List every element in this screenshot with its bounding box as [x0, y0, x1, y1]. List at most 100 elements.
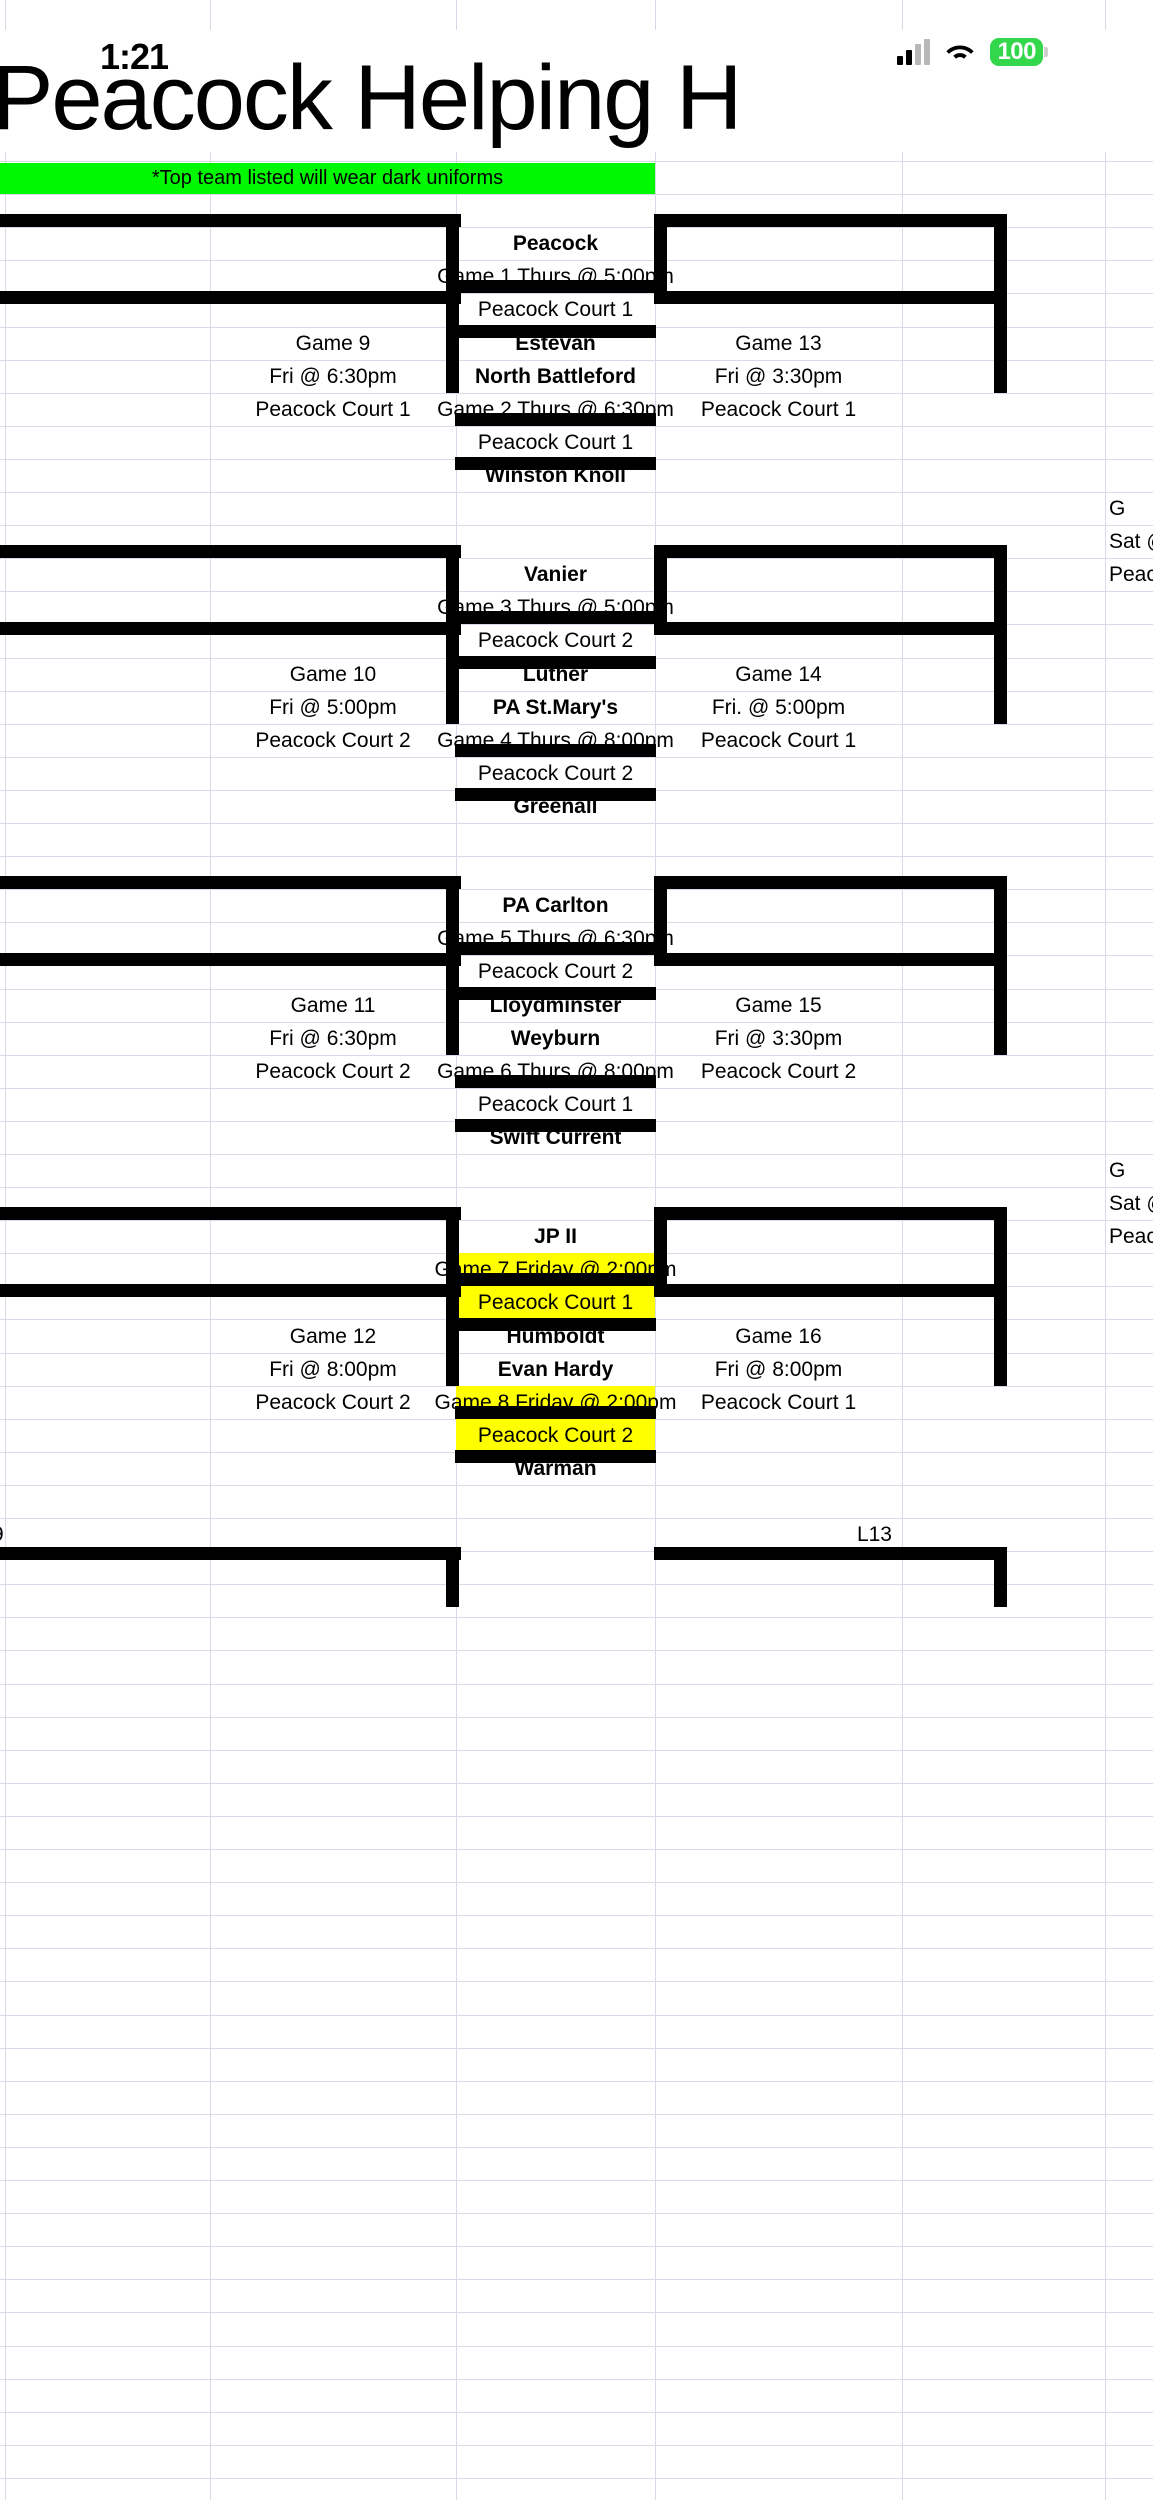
- matchup-team-top[interactable]: PA Carlton: [502, 893, 609, 917]
- right-bracket-game-label[interactable]: Game 16: [735, 1324, 822, 1348]
- left-bracket-game-label[interactable]: Game 12: [289, 1324, 377, 1348]
- left-bracket-mid-bar: [0, 291, 461, 304]
- right-bracket-time-label[interactable]: Fri @ 8:00pm: [714, 1357, 843, 1381]
- matchup-court-label[interactable]: Peacock Court 1: [477, 297, 634, 321]
- gridline-horizontal: [0, 525, 1153, 526]
- right-bracket-court-label[interactable]: Peacock Court 1: [700, 728, 857, 752]
- right-bracket-court-label[interactable]: Peacock Court 2: [700, 1059, 857, 1083]
- gridline-horizontal: [0, 1154, 1153, 1155]
- gridline-horizontal: [0, 2279, 1153, 2280]
- gridline-horizontal: [0, 724, 1153, 725]
- gridline-horizontal: [0, 1353, 1153, 1354]
- matchup-team-top[interactable]: North Battleford: [475, 364, 636, 388]
- gridline-horizontal: [0, 194, 1153, 195]
- gridline-horizontal: [0, 2478, 1153, 2479]
- left-bracket-time-label[interactable]: Fri @ 5:00pm: [269, 695, 397, 719]
- left-bracket-game-label[interactable]: Game 10: [289, 662, 377, 686]
- bottom-right-vertical: [994, 1547, 1007, 1607]
- gridline-horizontal: [0, 558, 1153, 559]
- left-bracket-top-bar: [0, 545, 461, 558]
- matchup-court-label[interactable]: Peacock Court 2: [477, 628, 634, 652]
- right-bracket-top-bar: [654, 545, 1006, 558]
- left-bracket-court-label[interactable]: Peacock Court 2: [255, 1059, 411, 1083]
- gridline-horizontal: [0, 2114, 1153, 2115]
- gridline-horizontal: [0, 757, 1153, 758]
- gridline-horizontal: [0, 360, 1153, 361]
- right-bracket-time-label[interactable]: Fri @ 3:30pm: [714, 1026, 843, 1050]
- gridline-horizontal: [0, 2346, 1153, 2347]
- matchup-bracket-bottom-bar: [455, 656, 656, 669]
- right-bracket-top-bar: [654, 214, 1006, 227]
- matchup-team-top[interactable]: Evan Hardy: [497, 1357, 614, 1381]
- left-bracket-top-bar: [0, 1207, 461, 1220]
- matchup-court-label[interactable]: Peacock Court 1: [477, 1092, 634, 1116]
- finals-court-label-partial[interactable]: Peac: [1109, 1224, 1153, 1248]
- right-bracket-court-label[interactable]: Peacock Court 1: [700, 397, 857, 421]
- gridline-horizontal: [0, 2379, 1153, 2380]
- finals-game-label-partial[interactable]: G: [1109, 1158, 1126, 1182]
- gridline-horizontal: [0, 1783, 1153, 1784]
- left-bracket-court-label[interactable]: Peacock Court 1: [255, 397, 411, 421]
- left-bracket-vertical-bar: [446, 214, 459, 393]
- matchup-bracket-bottom-bar: [455, 457, 656, 470]
- uniform-note-text: *Top team listed will wear dark uniforms: [151, 167, 504, 189]
- right-bracket-time-label[interactable]: Fri @ 3:30pm: [714, 364, 843, 388]
- gridline-horizontal: [0, 2048, 1153, 2049]
- finals-time-label-partial[interactable]: Sat @: [1109, 1191, 1153, 1215]
- matchup-bracket-top-bar: [455, 1406, 656, 1419]
- left-bracket-vertical-bar: [446, 545, 459, 724]
- matchup-team-top[interactable]: JP II: [534, 1224, 577, 1248]
- left-bracket-vertical-bar: [446, 876, 459, 1055]
- finals-time-label-partial[interactable]: Sat @: [1109, 529, 1153, 553]
- matchup-bracket-top-bar: [455, 413, 656, 426]
- gridline-horizontal: [0, 2180, 1153, 2181]
- gridline-vertical: [210, 0, 211, 2500]
- left-bracket-game-label[interactable]: Game 9: [295, 331, 371, 355]
- gridline-horizontal: [0, 1816, 1153, 1817]
- matchup-court-label[interactable]: Peacock Court 2: [456, 1419, 655, 1452]
- gridline-horizontal: [0, 227, 1153, 228]
- right-bracket-right-vertical: [994, 214, 1007, 393]
- right-bracket-right-vertical: [994, 1207, 1007, 1386]
- right-bracket-game-label[interactable]: Game 14: [735, 662, 822, 686]
- left-bracket-court-label[interactable]: Peacock Court 2: [255, 1390, 411, 1414]
- matchup-bracket-bottom-bar: [455, 1318, 656, 1331]
- finals-game-label-partial[interactable]: G: [1109, 496, 1126, 520]
- right-bracket-left-vertical: [654, 545, 667, 624]
- matchup-court-label[interactable]: Peacock Court 2: [477, 761, 634, 785]
- gridline-horizontal: [0, 889, 1153, 890]
- matchup-court-label[interactable]: Peacock Court 1: [477, 430, 634, 454]
- right-bracket-game-label[interactable]: Game 13: [735, 331, 822, 355]
- left-bracket-time-label[interactable]: Fri @ 6:30pm: [269, 1026, 397, 1050]
- bottom-right-seed-label[interactable]: L13: [856, 1522, 892, 1546]
- right-bracket-left-vertical: [654, 214, 667, 293]
- left-bracket-time-label[interactable]: Fri @ 8:00pm: [269, 1357, 397, 1381]
- uniform-note-banner: [0, 163, 655, 194]
- bottom-left-seed-label[interactable]: 9: [0, 1518, 138, 1551]
- gridline-horizontal: [0, 591, 1153, 592]
- gridline-horizontal: [0, 1055, 1153, 1056]
- left-bracket-time-label[interactable]: Fri @ 6:30pm: [269, 364, 397, 388]
- matchup-team-top[interactable]: Weyburn: [510, 1026, 601, 1050]
- left-bracket-game-label[interactable]: Game 11: [290, 993, 376, 1017]
- page-title: Peacock Helping H: [0, 47, 742, 149]
- bottom-left-vertical: [446, 1547, 459, 1607]
- matchup-court-label[interactable]: Peacock Court 1: [456, 1286, 655, 1319]
- right-bracket-game-label[interactable]: Game 15: [735, 993, 822, 1017]
- matchup-court-label[interactable]: Peacock Court 2: [477, 959, 634, 983]
- gridline-horizontal: [0, 922, 1153, 923]
- matchup-team-top[interactable]: Peacock: [512, 231, 599, 255]
- matchup-team-top[interactable]: Vanier: [523, 562, 588, 586]
- finals-court-label-partial[interactable]: Peac: [1109, 562, 1153, 586]
- gridline-horizontal: [0, 1518, 1153, 1519]
- matchup-bracket-bottom-bar: [455, 987, 656, 1000]
- right-bracket-court-label[interactable]: Peacock Court 1: [700, 1390, 857, 1414]
- left-bracket-vertical-bar: [446, 1207, 459, 1386]
- right-bracket-time-label[interactable]: Fri. @ 5:00pm: [711, 695, 846, 719]
- matchup-team-top[interactable]: PA St.Mary's: [492, 695, 619, 719]
- gridline-horizontal: [0, 2015, 1153, 2016]
- gridline-horizontal: [0, 1485, 1153, 1486]
- left-bracket-court-label[interactable]: Peacock Court 2: [255, 728, 411, 752]
- gridline-horizontal: [0, 1750, 1153, 1751]
